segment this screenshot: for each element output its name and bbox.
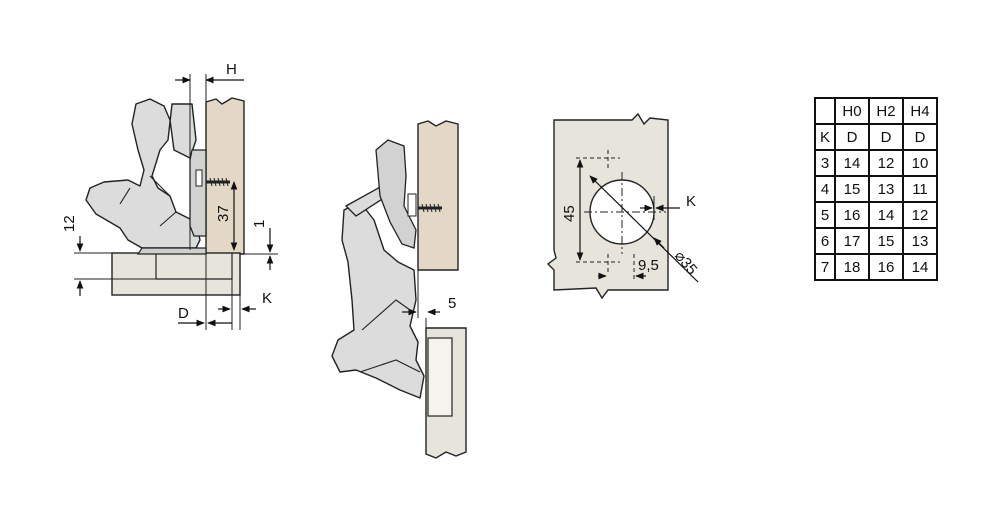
- table-cell: 17: [834, 227, 870, 255]
- open-hinge-arm: [331, 201, 425, 399]
- table-cell: H0: [834, 97, 870, 125]
- table-cell: 6: [814, 227, 836, 255]
- table-cell: 14: [868, 201, 904, 229]
- table-row: 3 14 12 10: [814, 149, 938, 177]
- table-subheader-row: K D D D: [814, 123, 938, 151]
- table-row: 6 17 15 13: [814, 227, 938, 255]
- open-hinge-view: 5: [331, 120, 467, 459]
- table-cell: 12: [902, 201, 938, 229]
- table-cell: 15: [868, 227, 904, 255]
- table-cell: H2: [868, 97, 904, 125]
- table-cell: H4: [902, 97, 938, 125]
- table-cell: 12: [868, 149, 904, 177]
- dim-1-label: 1: [251, 220, 268, 228]
- table-cell: D: [868, 123, 904, 151]
- dim-d-label: D: [178, 305, 189, 322]
- dimension-table: H0 H2 H4 K D D D 3 14 12 10 4 15 13 11 5…: [814, 97, 938, 281]
- table-row: 4 15 13 11: [814, 175, 938, 203]
- door-panel: [111, 252, 241, 296]
- screw-icon: [206, 177, 230, 187]
- dim-h-label: H: [226, 61, 237, 78]
- cabinet-side-panel: [205, 97, 245, 255]
- table-cell: D: [834, 123, 870, 151]
- cup-drilling-view: 45 ⌀35 K 9,5: [546, 112, 701, 300]
- table-cell: 3: [814, 149, 836, 177]
- open-cabinet-panel: [417, 120, 459, 271]
- table-row: 7 18 16 14: [814, 253, 938, 281]
- table-cell: 7: [814, 253, 836, 281]
- mounting-plate: [189, 149, 207, 237]
- table-cell: 4: [814, 175, 836, 203]
- open-screw-icon: [418, 203, 442, 213]
- table-cell: 14: [902, 253, 938, 281]
- table-cell: 5: [814, 201, 836, 229]
- table-cell: 14: [834, 149, 870, 177]
- table-header-row: H0 H2 H4: [814, 97, 938, 125]
- dim-9-5-label: 9,5: [638, 257, 659, 274]
- table-cell: D: [902, 123, 938, 151]
- table-cell: 13: [902, 227, 938, 255]
- dim-12-label: 12: [61, 215, 78, 232]
- table-cell: 16: [834, 201, 870, 229]
- table-row: 5 16 14 12: [814, 201, 938, 229]
- table-cell: 18: [834, 253, 870, 281]
- table-cell: 13: [868, 175, 904, 203]
- table-cell: 10: [902, 149, 938, 177]
- table-cell: 11: [902, 175, 938, 203]
- closed-hinge-view: H 37 1 12 D K: [61, 61, 278, 330]
- table-cell: 16: [868, 253, 904, 281]
- table-cell: [814, 97, 836, 125]
- dim-diameter-label: ⌀35: [671, 248, 701, 279]
- dim-k-cup-label: K: [686, 193, 696, 210]
- dim-k-label: K: [262, 290, 272, 307]
- table-cell: K: [814, 123, 836, 151]
- hinge-arm: [85, 98, 201, 249]
- table-cell: 15: [834, 175, 870, 203]
- dim-5-label: 5: [448, 295, 456, 312]
- dim-37-label: 37: [215, 205, 232, 222]
- dim-45-label: 45: [561, 205, 578, 222]
